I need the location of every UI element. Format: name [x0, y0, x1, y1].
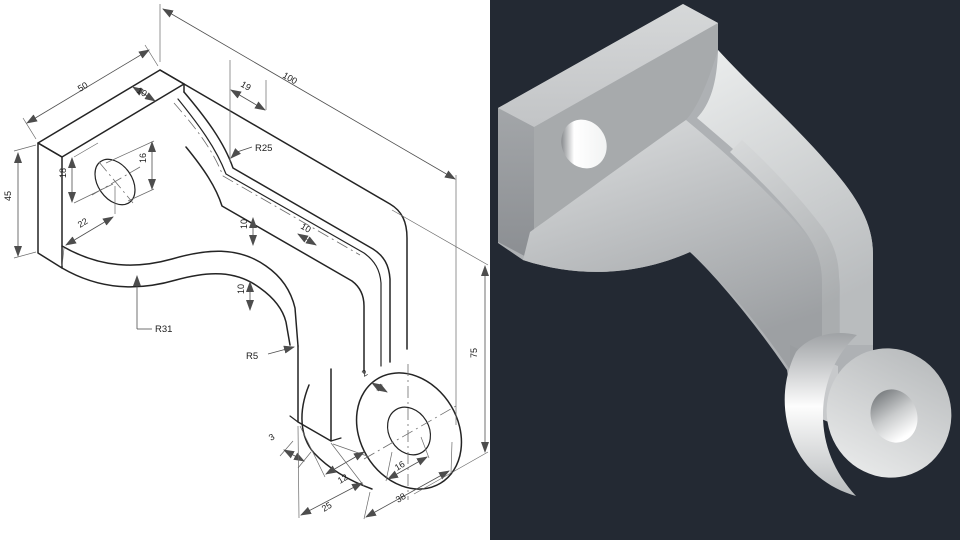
dim-overall-length: 100: [281, 70, 299, 86]
dim-base-width: 25: [320, 500, 334, 514]
boss-side-3d: [784, 332, 857, 496]
boss-hole-3d: [870, 389, 918, 443]
dim-step: 2: [360, 368, 369, 379]
base-foot: [297, 345, 332, 442]
bracket-3d-model: [498, 4, 952, 496]
boss-hole: [386, 406, 432, 456]
base-step-edge: [289, 415, 299, 423]
plate-left-face: [37, 142, 63, 269]
arm-web-top-edge: [185, 146, 365, 374]
dim-web-thickness-top: 10: [239, 219, 249, 229]
base-right-edge: [330, 437, 342, 442]
plate-hole-3d: [561, 119, 607, 169]
plate-left-face-3d: [498, 108, 534, 261]
dim-plate-hole-dia: 16: [138, 153, 148, 163]
isometric-drawing: 50 10 100 19 R25 45: [3, 4, 489, 520]
plate-front-face-3d: [530, 23, 718, 232]
arm-top-front-edge-r25: [183, 91, 391, 363]
dim-base-step: 3: [267, 432, 276, 443]
dim-flange-offset: 19: [239, 79, 253, 93]
arm-top-back-edge: [159, 69, 408, 350]
dim-plate-width: 50: [76, 80, 90, 94]
dim-inner-radius: R25: [255, 143, 272, 154]
arch-upper-edge-r31: [61, 245, 299, 347]
plate-hole-centerline-b: [98, 161, 134, 204]
dim-web-thickness-bottom: 10: [236, 284, 246, 294]
arm-step-band-3d: [730, 140, 839, 340]
boss-back-edge: [301, 384, 373, 490]
dim-outer-radius: R31: [155, 324, 172, 335]
boss-centerline-diagonal: [363, 405, 457, 460]
dim-overall-height: 75: [469, 348, 479, 358]
isometric-drawing-panel: 50 10 100 19 R25 45: [0, 0, 490, 540]
dim-plate-height: 45: [3, 191, 13, 201]
arm-top-band-3d: [697, 50, 873, 345]
dim-boss-hole-dia: 16: [393, 459, 407, 473]
plate-top-face-3d: [498, 4, 718, 127]
plate-hole: [94, 158, 136, 206]
dim-hole-offset-top: 18: [58, 168, 68, 178]
dim-flange-thickness: 10: [299, 221, 313, 235]
dim-fillet-radius: R5: [246, 351, 258, 362]
arch-lower-edge: [61, 267, 291, 346]
dim-boss-dia: 38: [394, 491, 408, 505]
render-3d-panel: [490, 0, 960, 540]
dimension-annotations: 50 10 100 19 R25 45: [3, 4, 489, 520]
plate-top-face: [37, 69, 185, 158]
dim-hole-offset-side: 22: [76, 216, 90, 230]
dim-boss-offset: 12: [336, 472, 350, 486]
dim-plate-thickness: 10: [135, 85, 149, 99]
bracket-outline: [37, 69, 463, 490]
render-3d-view: [490, 0, 960, 540]
gusset-face-3d: [523, 120, 831, 370]
